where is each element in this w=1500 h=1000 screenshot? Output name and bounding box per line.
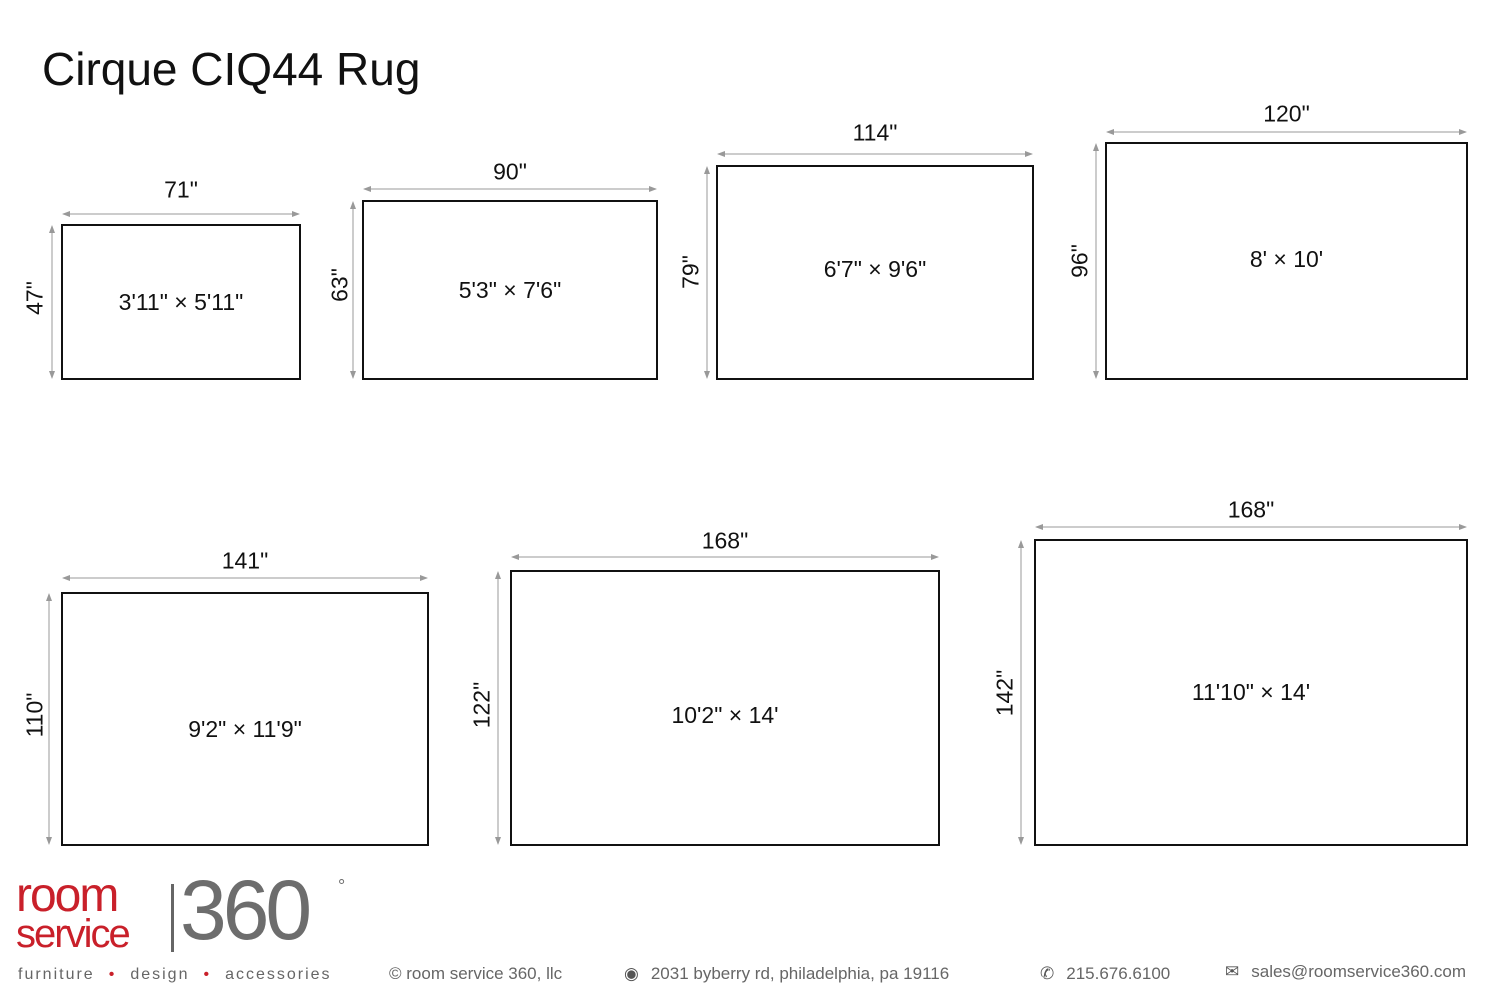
map-pin-icon: ◉ bbox=[624, 964, 639, 983]
rug-size-label: 8' × 10' bbox=[1249, 245, 1324, 272]
rug-height-label: 63" bbox=[326, 268, 353, 302]
rug-height-label: 122" bbox=[468, 681, 495, 729]
phone-icon: ✆ bbox=[1040, 964, 1055, 983]
rug-outline: 3'11" × 5'11" bbox=[61, 224, 301, 380]
phone-text[interactable]: 215.676.6100 bbox=[1066, 964, 1171, 983]
logo-room: room bbox=[16, 869, 119, 922]
rug-width-label: 168" bbox=[701, 527, 749, 554]
rug-outline: 8' × 10' bbox=[1105, 142, 1468, 380]
rug-size-label: 5'3" × 7'6" bbox=[458, 276, 562, 303]
footer-address: ◉ 2031 byberry rd, philadelphia, pa 19116 bbox=[624, 964, 949, 984]
tagline-design: design bbox=[130, 966, 190, 983]
footer-copyright: © room service 360, llc bbox=[389, 964, 563, 983]
rug-outline: 10'2" × 14' bbox=[510, 570, 940, 846]
rug-height-label: 47" bbox=[21, 281, 48, 315]
rug-width-label: 90" bbox=[493, 158, 527, 185]
tagline-accessories: accessories bbox=[225, 966, 332, 983]
tagline: furniture • design • accessories bbox=[18, 966, 332, 984]
rug-width-label: 141" bbox=[221, 547, 269, 574]
rug-height-label: 110" bbox=[21, 692, 48, 738]
logo-degree: ° bbox=[338, 876, 346, 896]
logo-divider bbox=[171, 884, 174, 952]
rug-size-label: 10'2" × 14' bbox=[671, 701, 779, 728]
rug-size-label: 11'10" × 14' bbox=[1191, 678, 1311, 705]
tagline-dot: • bbox=[108, 966, 117, 983]
rug-outline: 11'10" × 14' bbox=[1034, 539, 1468, 846]
logo-service: service bbox=[16, 912, 131, 956]
rug-size-label: 9'2" × 11'9" bbox=[188, 715, 302, 742]
rug-height-label: 79" bbox=[677, 255, 704, 289]
tagline-dot: • bbox=[203, 966, 212, 983]
tagline-furniture: furniture bbox=[18, 966, 95, 983]
page-title: Cirque CIQ44 Rug bbox=[42, 43, 421, 95]
rug-width-label: 168" bbox=[1227, 496, 1275, 523]
rug-size-label: 3'11" × 5'11" bbox=[118, 288, 244, 315]
footer-phone: ✆ 215.676.6100 bbox=[1040, 964, 1170, 984]
rug-height-label: 142" bbox=[991, 669, 1018, 717]
footer-email: ✉ sales@roomservice360.com bbox=[1225, 962, 1466, 982]
rug-size-label: 6'7" × 9'6" bbox=[823, 255, 927, 282]
rug-width-label: 71" bbox=[164, 176, 198, 203]
rug-width-label: 120" bbox=[1263, 100, 1310, 127]
rug-outline: 5'3" × 7'6" bbox=[362, 200, 658, 380]
envelope-icon: ✉ bbox=[1225, 962, 1240, 981]
rug-outline: 6'7" × 9'6" bbox=[716, 165, 1034, 380]
rug-height-label: 96" bbox=[1066, 244, 1093, 278]
address-text: 2031 byberry rd, philadelphia, pa 19116 bbox=[650, 964, 950, 983]
rug-outline: 9'2" × 11'9" bbox=[61, 592, 429, 846]
rug-width-label: 114" bbox=[852, 119, 898, 146]
logo-360: 360 bbox=[180, 863, 312, 957]
email-link[interactable]: sales@roomservice360.com bbox=[1251, 962, 1466, 981]
